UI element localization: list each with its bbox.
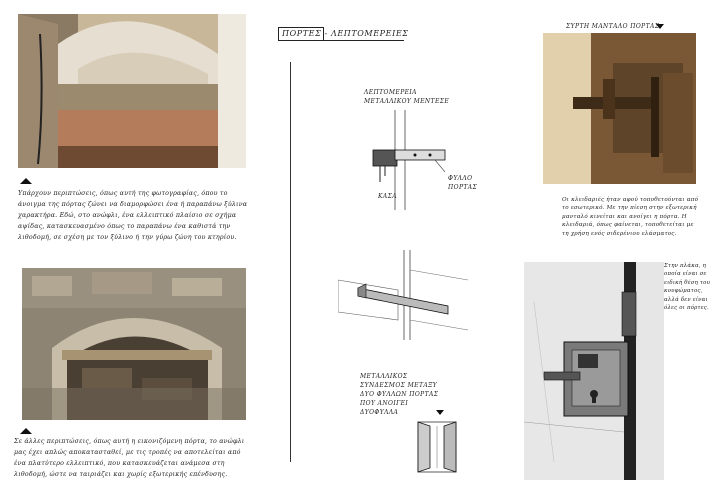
caption-stone-arch: Σε άλλες περιπτώσεις, όπως αυτή η εικονι… [14, 438, 245, 478]
arrow-up-marker-2 [20, 428, 32, 434]
column-divider-line [290, 62, 291, 462]
label-frame: ΚΑΣΑ [378, 193, 397, 200]
label-hinge: ΛΕΠΤΟΜΕΡΕΙΑ ΜΕΤΑΛΛΙΚΟΥ ΜΕΝΤΕΣΕ [364, 89, 450, 105]
label-lock-photo: ΣΥΡΤΗ ΜΑΝΤΑΛΟ ΠΟΡΤΑΣ [566, 23, 660, 30]
caption-arch: Υπάρχουν περιπτώσεις, όπως αυτή της φωτο… [18, 190, 248, 241]
caption-lock-side: Στην πλάκα, η οποία είναι σε ειδική θέση… [664, 263, 711, 312]
page-title: ΠΟΡΤΕΣ - ΛΕΠΤΟΜΕΡΕΙΕΣ [282, 29, 409, 38]
label-bar-connector: ΜΕΤΑΛΛΙΚΟΣ ΣΥΝΔΕΣΜΟΣ ΜΕΤΑΞΥ ΔΥΟ ΦΥΛΛΩΝ Π… [360, 373, 439, 416]
double-door-sketch [412, 418, 462, 476]
lock-photo [543, 33, 696, 184]
lock-sketch [524, 262, 664, 480]
arrow-down-marker-right [656, 24, 664, 29]
arrow-up-marker-1 [20, 178, 32, 184]
hinge-sketch [345, 110, 475, 210]
stone-arch-photo [22, 268, 246, 420]
page-title-box [278, 27, 324, 41]
arrow-down-marker [436, 410, 444, 415]
title-underline [322, 40, 404, 41]
label-door-leaf: ΦΥΛΛΟ ΠΟΡΤΑΣ [448, 175, 478, 191]
bar-connector-sketch [338, 250, 468, 340]
caption-lock: Οι κλειδαριές ήταν αφού τοποθετούνται απ… [562, 197, 699, 237]
arch-door-photo [18, 14, 246, 168]
